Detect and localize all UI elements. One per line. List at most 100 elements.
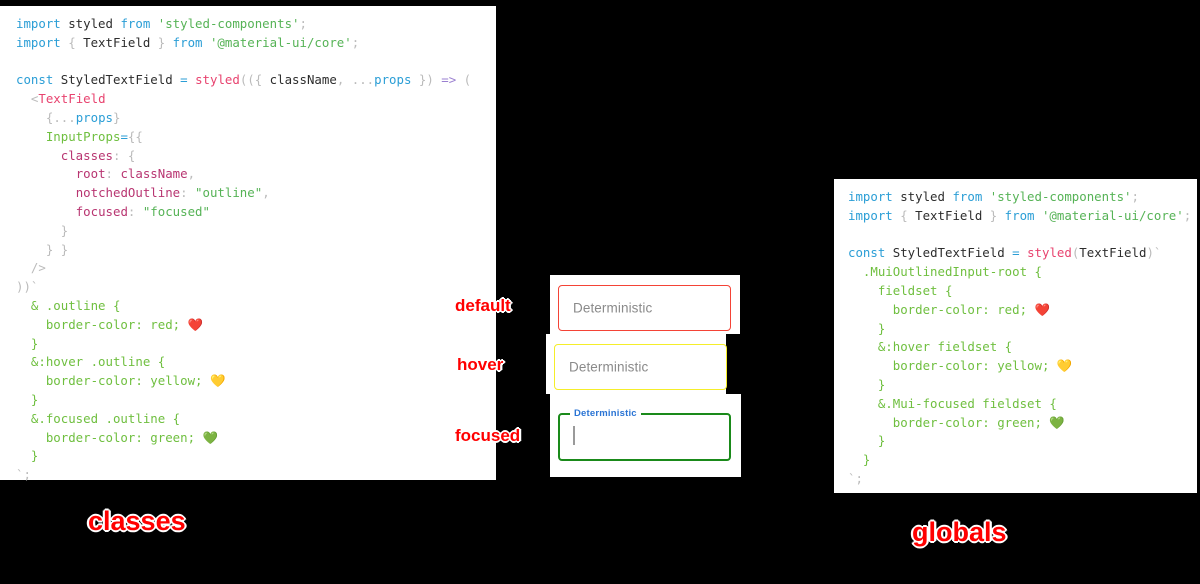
code-line: &:hover .outline {	[16, 353, 496, 372]
code-token: InputProps	[45, 128, 121, 144]
code-token: border-color: red;	[848, 301, 1035, 317]
annotation-focused: focused	[455, 426, 521, 445]
code-token: border-color: green;	[848, 414, 1050, 430]
code-token: import	[848, 189, 901, 204]
code-token: 'styled-components'	[989, 189, 1132, 204]
code-token: }	[982, 207, 998, 223]
code-token: }	[848, 376, 886, 392]
textfield-default[interactable]: Deterministic	[558, 285, 731, 331]
code-token: 💛	[1056, 358, 1073, 374]
textfield-focused[interactable]: Deterministic	[558, 408, 731, 461]
code-token: ...	[53, 109, 76, 125]
code-token: ((	[239, 72, 255, 88]
code-line: }	[848, 432, 1197, 451]
annotation-default: default	[455, 296, 511, 315]
code-token: }	[848, 452, 871, 468]
code-token: className	[269, 72, 337, 88]
text-caret	[573, 426, 575, 445]
code-token: =	[120, 128, 128, 144]
code-token: TextField	[83, 34, 151, 50]
code-line: } }	[16, 241, 496, 260]
code-token: `;	[16, 467, 31, 483]
code-line: border-color: green; 💚	[848, 414, 1197, 433]
code-line: border-color: yellow; 💛	[848, 357, 1197, 376]
code-token	[16, 148, 61, 163]
code-token: import	[16, 16, 69, 31]
code-token: from	[997, 207, 1042, 223]
code-token: import	[16, 34, 69, 50]
code-token: }	[16, 335, 39, 351]
code-token: {	[16, 109, 54, 125]
code-token: =>	[441, 72, 457, 88]
code-token: {	[254, 72, 270, 88]
code-token: fieldset {	[848, 282, 953, 298]
code-token: styled	[1027, 245, 1072, 261]
textfield-hover-placeholder: Deterministic	[569, 359, 649, 375]
code-token: ,	[187, 166, 196, 182]
code-line: .MuiOutlinedInput-root {	[848, 263, 1197, 282]
code-token: ;	[1183, 207, 1192, 223]
code-token: :	[105, 166, 121, 182]
code-line: classes: {	[16, 147, 496, 166]
annotation-hover: hover	[457, 355, 504, 374]
code-token: }	[16, 391, 39, 407]
code-token: 'styled-components'	[157, 16, 300, 31]
code-token: props	[374, 72, 412, 88]
code-token: ;	[299, 16, 307, 31]
code-token: const	[16, 72, 61, 88]
code-token: TextField	[1079, 245, 1147, 261]
code-panel-globals: import styled from 'styled-components';i…	[834, 179, 1197, 493]
code-token: ❤️	[1034, 301, 1050, 317]
code-line: border-color: red; ❤️	[16, 316, 496, 335]
code-token: className	[120, 166, 188, 182]
code-token: border-color: red;	[16, 316, 188, 332]
code-token: border-color: green;	[16, 429, 203, 445]
code-token: styled	[900, 189, 945, 204]
code-token	[16, 166, 76, 181]
code-token: 💚	[1049, 414, 1065, 430]
code-token	[16, 129, 46, 144]
code-token: (	[1071, 245, 1080, 261]
code-token: :	[180, 185, 196, 201]
code-line: }	[16, 222, 496, 241]
code-token: ;	[351, 34, 360, 50]
code-token: ,	[262, 185, 270, 201]
code-token: : {	[112, 147, 136, 163]
code-token: "focused"	[142, 203, 210, 219]
code-line: ))`	[16, 278, 496, 297]
code-token: focused	[75, 203, 128, 219]
code-token: ;	[1131, 189, 1139, 204]
code-token: }	[16, 448, 39, 464]
code-token: '@material-ui/core'	[209, 34, 352, 50]
code-line: border-color: green; 💚	[16, 429, 496, 448]
code-token: =	[1004, 245, 1028, 261]
textfield-hover[interactable]: Deterministic	[554, 344, 727, 390]
code-line: />	[16, 259, 496, 278]
textfield-focused-label: Deterministic	[570, 408, 641, 420]
code-line: }	[16, 335, 496, 354]
code-line: `;	[16, 466, 496, 485]
code-token: ,	[336, 72, 352, 88]
code-line: &.focused .outline {	[16, 410, 496, 429]
code-token	[16, 185, 76, 200]
code-token: const	[848, 245, 893, 261]
code-token: notchedOutline	[75, 185, 181, 201]
code-line: import styled from 'styled-components';	[848, 188, 1197, 207]
code-line: border-color: yellow; 💛	[16, 372, 496, 391]
code-token: border-color: yellow;	[848, 358, 1057, 374]
code-token: =	[172, 72, 196, 88]
code-token: }	[411, 72, 427, 88]
code-token: )	[426, 72, 442, 88]
textfield-default-placeholder: Deterministic	[573, 300, 653, 316]
code-token: &:hover .outline {	[16, 354, 166, 370]
code-token	[16, 204, 76, 219]
caption-globals: globals	[912, 517, 1007, 547]
code-token: {{	[127, 128, 143, 144]
code-line: root: className,	[16, 165, 496, 184]
code-line: import { TextField } from '@material-ui/…	[848, 207, 1197, 226]
code-token: (	[456, 72, 472, 88]
code-token: & .outline {	[16, 297, 121, 313]
code-line: const StyledTextField = styled(TextField…	[848, 244, 1197, 263]
code-token: }	[16, 222, 69, 238]
